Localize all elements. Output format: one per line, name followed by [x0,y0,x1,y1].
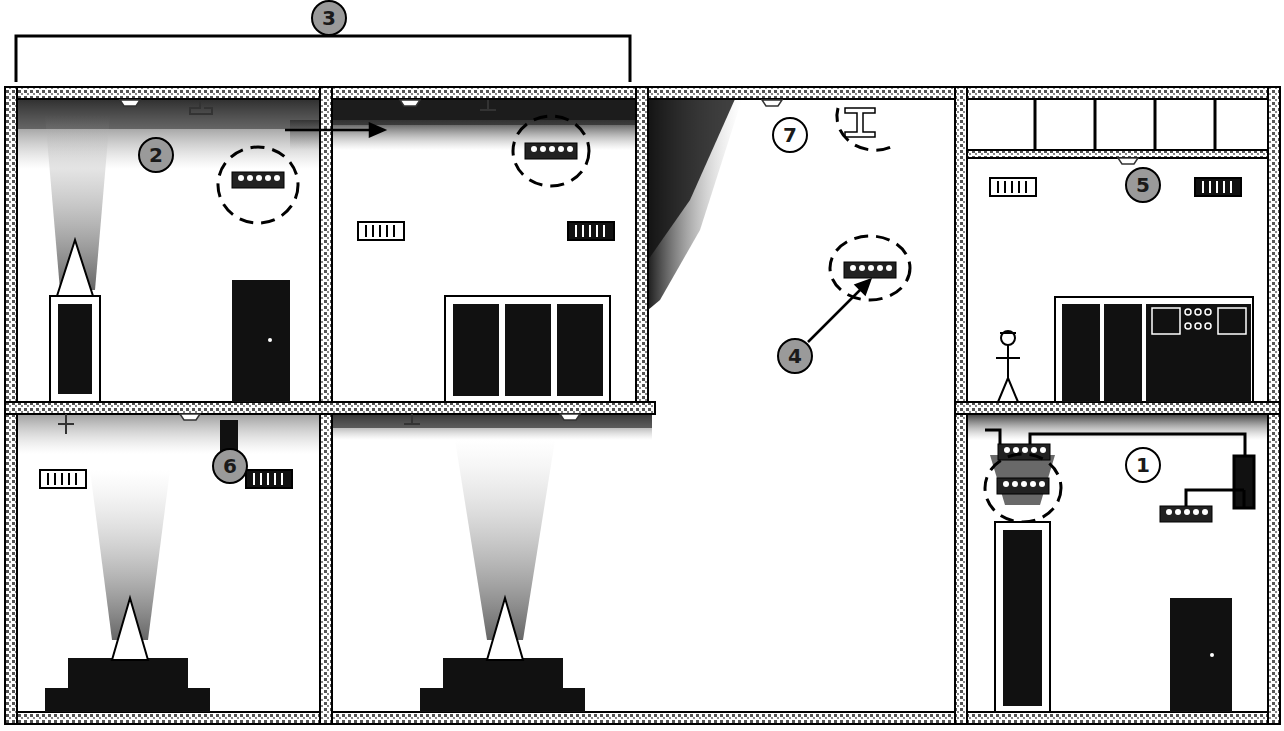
wiring [985,430,1254,508]
callout-number: 2 [140,139,172,171]
callout-number: 1 [1127,449,1159,481]
sensors [232,143,1212,522]
callout-number: 3 [313,2,345,34]
bracket [16,36,630,82]
highlight-circles [218,108,1061,522]
callout-number: 4 [779,340,811,372]
fires [45,240,585,712]
walls [5,87,1280,724]
detectors [58,0,1280,434]
callout-number: 6 [214,450,246,482]
callout-number: 5 [1127,169,1159,201]
callout-circles [139,1,1160,483]
beam [845,108,875,137]
callout-number: 7 [774,119,806,151]
ceiling-rods [1035,99,1215,150]
furniture [50,280,1253,712]
